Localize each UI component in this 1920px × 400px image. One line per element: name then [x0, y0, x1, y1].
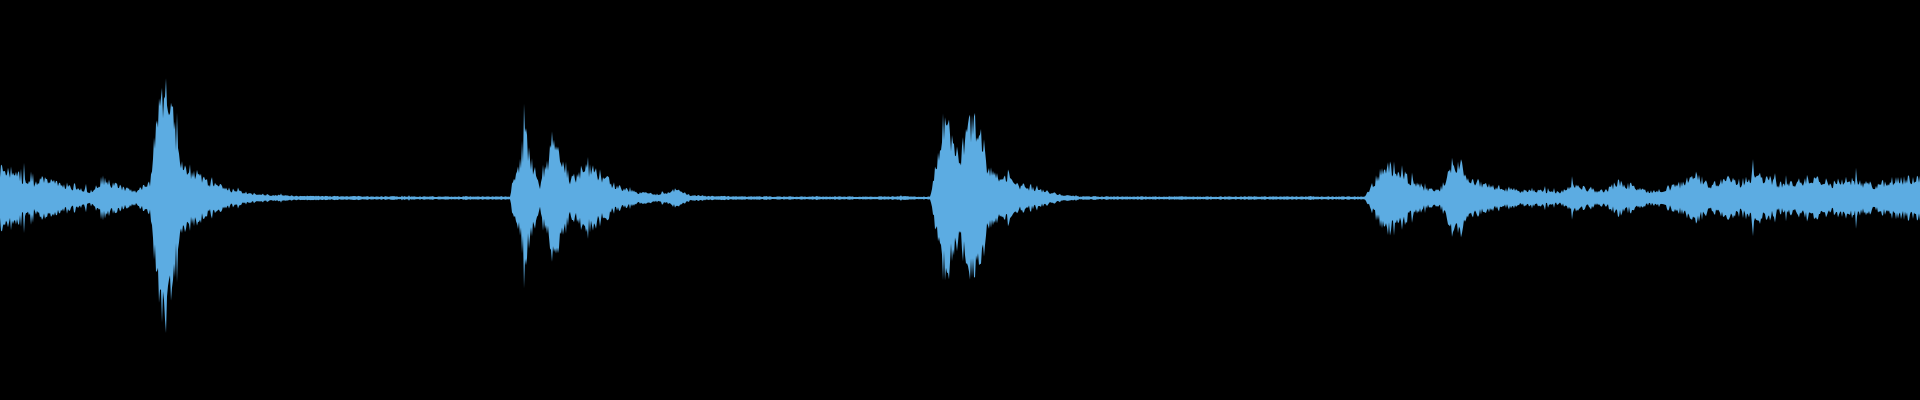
waveform-envelope-path: [0, 78, 1920, 334]
waveform-baseline: [0, 197, 1920, 199]
